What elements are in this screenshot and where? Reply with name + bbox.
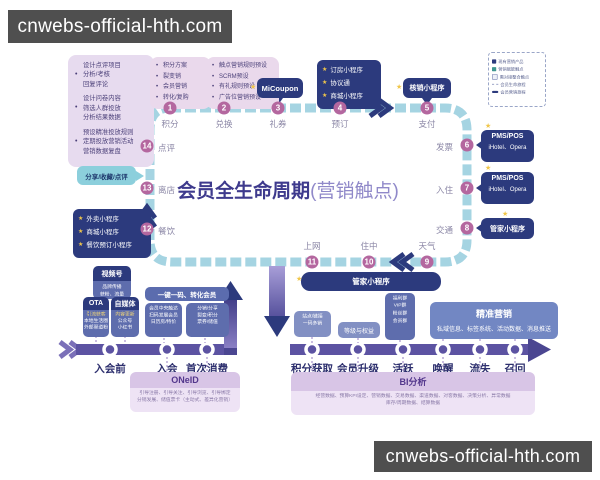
star-icon: ★ [78, 215, 84, 222]
loop-label-internet: 上网 [303, 241, 321, 251]
legend-item: 需对接整合触点 [492, 73, 542, 80]
loop-label-checkin: 入住 [435, 185, 453, 195]
loop-node-14: 14 [140, 139, 154, 153]
bi-body: 经营数据、预算KPI设定、营销数据、交易数据、渠道数据、对客数据、决策分析、异常… [291, 391, 535, 415]
star-icon: ★ [322, 92, 328, 99]
loop-label-redeem: 兑换 [215, 119, 233, 129]
star-icon: ★ [502, 211, 509, 218]
loop-node-1: 1 [163, 101, 177, 115]
level-benefit-box: 等级与权益 [338, 322, 380, 338]
share-collect-review-box: 分享/收藏/点评 [77, 166, 136, 185]
loop-node-5: 5 [420, 101, 434, 115]
loop-node-8: 8 [460, 221, 474, 235]
site-link-box: 站点/链接 一码多销 [294, 311, 331, 337]
pms-pos-box-2: PMS/POS iHotel、Opera [481, 172, 534, 204]
loop-label-review: 点评 [158, 143, 176, 153]
page-title: 会员全生命周期(营销触点) [172, 176, 404, 203]
star-icon: ★ [396, 84, 403, 91]
convert-left-box: 会员中央触达 扫码发展会员 日历房/特价 [145, 303, 182, 337]
loop-node-6: 6 [460, 138, 474, 152]
legend-item: 会员营销旅程 [492, 89, 542, 95]
watermark-top: cnwebs-official-hth.com [8, 10, 232, 43]
takeout-apps-box: ★外卖小程序 ★商城小程序 ★餐饮预订小程序 [73, 209, 151, 258]
star-icon: ★ [78, 241, 84, 248]
loop-label-weather: 天气 [418, 241, 436, 251]
loop-label-coupon: 礼券 [269, 119, 287, 129]
marketing-preset-box: 触点营销规则预设 SCRM预设 有礼规则预设 广告位营销预设 [206, 57, 279, 109]
legend-solid-line [492, 91, 499, 93]
bi-panel: BI分析 经营数据、预算KPI设定、营销数据、交易数据、渠道数据、对客数据、决策… [291, 372, 535, 415]
loop-node-11: 11 [305, 255, 319, 269]
loop-label-checkout: 离店 [158, 185, 176, 195]
legend-swatch-teal [492, 66, 497, 71]
legend-item: 营销赋能触点 [492, 66, 542, 72]
legend-item: 现有营销产品 [492, 58, 542, 64]
loop-node-13: 13 [140, 181, 154, 195]
loop-label-points: 积分 [161, 119, 179, 129]
booking-apps-box: ★订房小程序 ★协议通 ★商城小程序 [317, 60, 381, 109]
butler-app-box-wide: 管家小程序 [301, 272, 441, 291]
oneid-panel: ONeID 引导注册、引导关注、引导浏览、引导绑定 分销发展、储值票卡（主动式、… [130, 372, 240, 412]
loop-label-dining: 餐饮 [158, 226, 176, 236]
bi-title: BI分析 [291, 372, 535, 391]
timeline-right-band [290, 337, 551, 362]
loop-label-booking: 预订 [331, 119, 349, 129]
legend-swatch-navy [492, 59, 497, 64]
loop-exit-arrow [264, 266, 290, 337]
convert-right-box: 分销/分享 裂变/积分 票券/储值 [186, 303, 229, 337]
loop-node-2: 2 [217, 101, 231, 115]
precision-marketing-box: 精准营销 私域信息、标签系统、活动数据、消息推送 [430, 302, 558, 339]
star-icon: ★ [322, 66, 328, 73]
loop-label-transport: 交通 [435, 225, 453, 235]
star-icon: ★ [250, 84, 257, 91]
loop-node-7: 7 [460, 181, 474, 195]
loop-node-3: 3 [271, 101, 285, 115]
title-main: 会员全生命周期 [177, 181, 311, 202]
self-media-header: 自媒体 [111, 297, 139, 310]
legend-dashed-line [492, 83, 499, 85]
ota-body: 引流获客 本地生活圈 外部渠道粉 [83, 310, 109, 337]
loop-label-instay: 住中 [360, 241, 378, 251]
ota-header: OTA [83, 297, 109, 310]
verify-app-box: 核销小程序 [403, 78, 451, 98]
star-icon: ★ [296, 276, 303, 283]
journey-loop-track [145, 103, 472, 267]
loop-node-4: 4 [333, 101, 347, 115]
loop-node-9: 9 [420, 255, 434, 269]
points-plan-box: 积分方案 裂变销 会员营销 转化/复购 [150, 57, 211, 109]
star-icon: ★ [485, 165, 492, 172]
oneid-body: 引导注册、引导关注、引导浏览、引导绑定 分销发展、储值票卡（主动式、差异化营销） [130, 388, 240, 412]
micoupon-box: MiCoupon [257, 78, 303, 98]
star-icon: ★ [322, 79, 328, 86]
community-groups-box: 福利群 VIP群 粉丝群 会员群 [385, 293, 415, 340]
butler-app-box-right: 管家小程序 [481, 218, 534, 239]
pms-pos-box-1: PMS/POS iHotel、Opera [481, 130, 534, 162]
title-sub: (营销触点) [310, 181, 399, 202]
star-icon: ★ [485, 123, 492, 130]
loop-node-10: 10 [362, 255, 376, 269]
video-channel-header: 视频号 [93, 266, 131, 281]
legend-swatch-outline [492, 73, 498, 80]
loop-label-pay: 支付 [418, 119, 436, 129]
legend-item: 会员生命旅程 [492, 83, 526, 88]
loop-node-12: 12 [140, 222, 154, 236]
self-media-body: 内容更新 公众号 小红书 [111, 310, 139, 337]
loop-label-invoice: 发票 [435, 142, 453, 152]
oneid-title: ONeID [130, 372, 240, 388]
video-channel-body: 品牌传播 获粉、流量 [93, 281, 131, 299]
stage-pre-join: 入会前 [94, 363, 126, 375]
legend: 现有营销产品 营销赋能触点 需对接整合触点 会员生命旅程 会员营销旅程 [488, 52, 546, 107]
connector-stubs [95, 336, 516, 372]
convert-header: 一键一码、转化会员 [145, 287, 229, 301]
star-icon: ★ [78, 228, 84, 235]
watermark-bottom: cnwebs-official-hth.com [374, 441, 592, 472]
